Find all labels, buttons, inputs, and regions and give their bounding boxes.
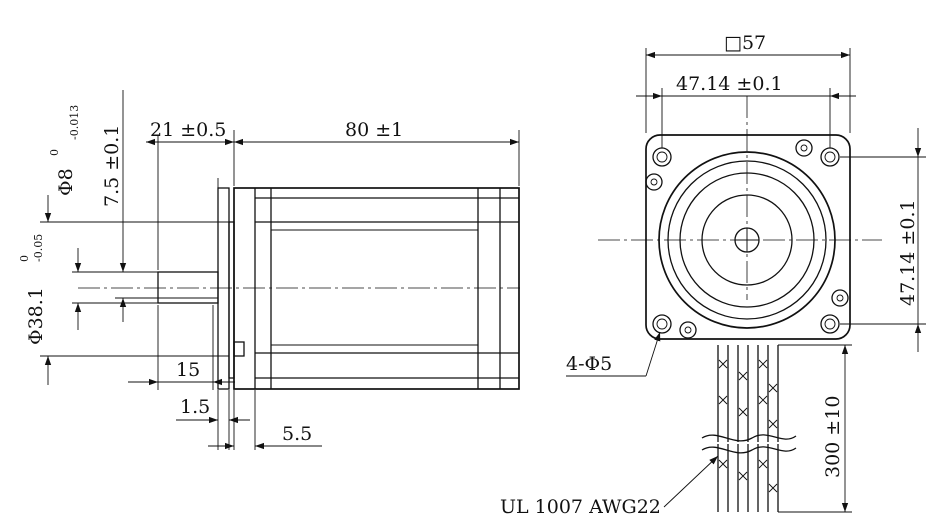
- front-view: □57 47.14 ±0.1 47.14 ±0.1 4-Φ5: [500, 32, 926, 518]
- shaft-tol-lower: -0.013: [68, 105, 81, 140]
- dim-length: 80 ±1: [345, 119, 403, 141]
- motor-body-outline: [233, 187, 520, 390]
- dim-lead-length: 300 ±10: [822, 396, 844, 478]
- dim-flat-length: 15: [176, 359, 200, 381]
- dim-boss-diameter: Φ38.1: [25, 287, 47, 345]
- lead-wire-spec: UL 1007 AWG22: [500, 496, 661, 518]
- dim-hole-pitch-v: 47.14 ±0.1: [897, 199, 919, 306]
- side-view: 80 ±1 21 ±0.5 Φ8 0 -0.013 7.5 ±0.1 Φ38.1…: [18, 90, 520, 450]
- flange-square: [645, 134, 851, 340]
- shaft-tol-upper: 0: [48, 149, 61, 156]
- dim-holes: 4-Φ5: [566, 353, 612, 375]
- mounting-holes: [645, 139, 849, 339]
- lead-wires: [701, 345, 797, 512]
- dim-boss-height: 1.5: [180, 396, 210, 418]
- dim-square: □57: [724, 32, 766, 54]
- shaft: [157, 271, 219, 304]
- boss-tol-upper: 0: [18, 255, 31, 262]
- dim-shaft-diameter: Φ8: [55, 168, 77, 196]
- boss-tol-lower: -0.05: [32, 234, 45, 262]
- dim-hole-pitch-h: 47.14 ±0.1: [676, 73, 783, 95]
- dim-shaft-length: 21 ±0.5: [150, 119, 226, 141]
- dim-flange: 5.5: [282, 423, 312, 445]
- dim-flat: 7.5 ±0.1: [101, 125, 123, 207]
